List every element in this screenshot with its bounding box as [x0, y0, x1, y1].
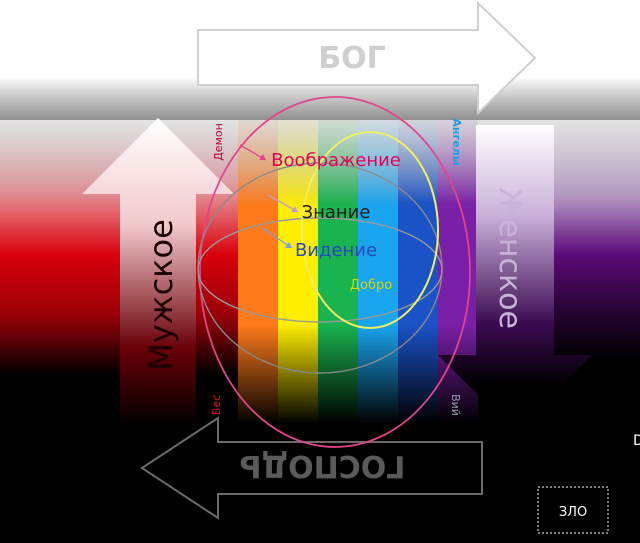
god-label: БОГ — [318, 41, 386, 76]
good-ellipse — [301, 131, 439, 329]
imagination-pointer-head — [259, 154, 266, 160]
good-label: Добро — [350, 278, 392, 293]
female-label: Женское — [492, 187, 527, 329]
vision-ellipse — [197, 217, 443, 323]
lord-arrow — [140, 416, 483, 520]
lord-label: ГОСПОДЬ — [239, 448, 406, 483]
knowledge-pointer-head — [291, 206, 298, 212]
demon-label: Демон — [212, 123, 225, 161]
vision-label: Видение — [295, 240, 377, 261]
bes-label: Бес — [210, 395, 223, 415]
male-arrow — [82, 118, 234, 425]
female-arrow — [438, 125, 592, 432]
angels-label: Ангелы — [450, 118, 463, 165]
evil-box — [537, 486, 609, 534]
vision-pointer-head — [285, 242, 292, 248]
god-arrow — [197, 0, 537, 116]
knowledge-label: Знание — [302, 202, 371, 223]
viy-label: Вий — [449, 394, 462, 416]
male-label: Мужское — [142, 219, 180, 371]
edge-mark: D — [633, 433, 640, 449]
imagination-label: Воображение — [271, 150, 401, 171]
imagination-ellipse — [199, 96, 471, 448]
evil-label: ЗЛО — [559, 505, 587, 520]
vision-pointer — [261, 227, 293, 249]
